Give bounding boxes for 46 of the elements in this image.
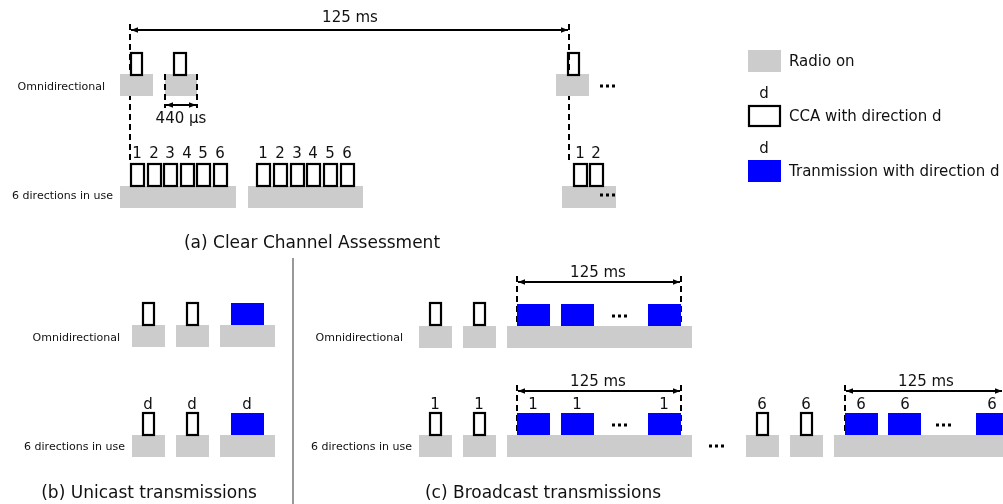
row-label: Omnidirectional bbox=[315, 331, 403, 343]
legend-label: Tranmission with direction d bbox=[789, 163, 1000, 179]
direction-number: 6 bbox=[342, 145, 352, 161]
direction-number: 3 bbox=[292, 145, 302, 161]
direction-number: 1 bbox=[572, 396, 582, 412]
panel-caption: (c) Broadcast transmissions bbox=[424, 483, 662, 501]
direction-number: d bbox=[242, 396, 252, 412]
legend-label: Radio on bbox=[789, 53, 855, 69]
panel-caption: (a) Clear Channel Assessment bbox=[183, 233, 441, 251]
row-label: Omnidirectional bbox=[17, 80, 105, 92]
direction-number: 4 bbox=[308, 145, 318, 161]
direction-number: 6 bbox=[900, 396, 910, 412]
direction-number: 3 bbox=[165, 145, 175, 161]
direction-number: 2 bbox=[591, 145, 601, 161]
direction-number: 6 bbox=[757, 396, 767, 412]
row-label: 6 directions in use bbox=[311, 440, 412, 452]
dimension-label: 440 μs bbox=[155, 110, 207, 126]
direction-number: 4 bbox=[182, 145, 192, 161]
direction-number: 6 bbox=[801, 396, 811, 412]
direction-number: d bbox=[187, 396, 197, 412]
direction-number: 1 bbox=[659, 396, 669, 412]
direction-number: 2 bbox=[275, 145, 285, 161]
dimension-label: 125 ms bbox=[898, 373, 954, 389]
direction-number: 5 bbox=[198, 145, 208, 161]
direction-number: d bbox=[143, 396, 153, 412]
direction-number: 1 bbox=[258, 145, 268, 161]
direction-number: 6 bbox=[215, 145, 225, 161]
row-label: 6 directions in use bbox=[24, 440, 125, 452]
legend-direction-mark: d bbox=[759, 85, 769, 101]
panel-caption: (b) Unicast transmissions bbox=[41, 483, 257, 501]
direction-number: 1 bbox=[474, 396, 484, 412]
direction-number: 1 bbox=[430, 396, 440, 412]
legend-direction-mark: d bbox=[759, 140, 769, 156]
direction-number: 5 bbox=[325, 145, 335, 161]
direction-number: 6 bbox=[987, 396, 997, 412]
direction-number: 1 bbox=[132, 145, 142, 161]
legend-label: CCA with direction d bbox=[789, 108, 942, 124]
direction-number: 1 bbox=[575, 145, 585, 161]
row-label: 6 directions in use bbox=[12, 189, 113, 201]
direction-number: 1 bbox=[528, 396, 538, 412]
dimension-label: 125 ms bbox=[322, 9, 378, 25]
dimension-label: 125 ms bbox=[570, 264, 626, 280]
row-label: Omnidirectional bbox=[32, 331, 120, 343]
direction-number: 6 bbox=[856, 396, 866, 412]
direction-number: 2 bbox=[149, 145, 159, 161]
dimension-label: 125 ms bbox=[570, 373, 626, 389]
